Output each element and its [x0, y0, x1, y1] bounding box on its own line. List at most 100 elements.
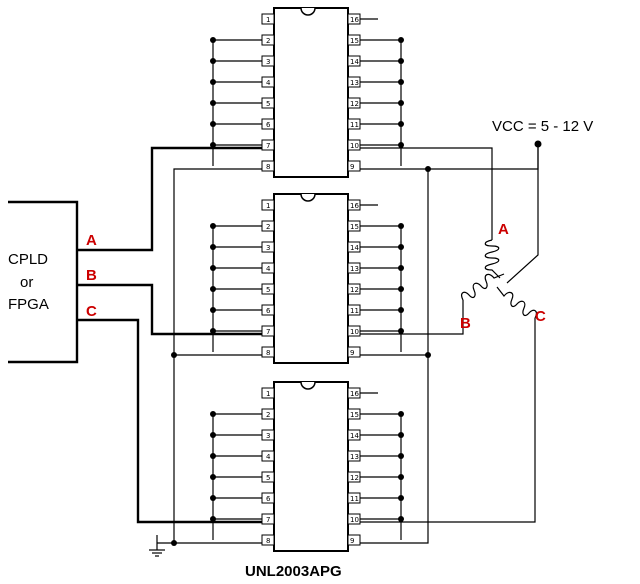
pin-number-left: 6 [266, 495, 271, 503]
pin-left [261, 387, 275, 399]
pin-right [347, 13, 361, 25]
coil-a-label: A [498, 221, 509, 238]
pin-number-right: 11 [350, 495, 359, 503]
pin-number-left: 8 [266, 349, 270, 357]
pin-number-left: 6 [266, 307, 271, 315]
pin-number-left: 7 [266, 142, 270, 150]
controller-line1: CPLD [8, 251, 48, 268]
pin-left [261, 34, 275, 46]
pin-number-left: 2 [266, 37, 270, 45]
pin-number-left: 4 [266, 453, 271, 461]
junction-dot [210, 328, 216, 334]
ground-bus [173, 168, 262, 543]
pin-left [261, 241, 275, 253]
pin-number-left: 2 [266, 223, 270, 231]
junction-dot [210, 495, 216, 501]
pin-number-right: 13 [350, 265, 359, 273]
pin-left [261, 534, 275, 546]
controller-line2: or [20, 274, 33, 291]
coil-a-lead [360, 147, 493, 240]
junction-dot [171, 352, 177, 358]
pin-number-left: 5 [266, 286, 270, 294]
pin-right [347, 325, 361, 337]
pin-number-left: 3 [266, 58, 270, 66]
pin-number-right: 10 [350, 328, 359, 336]
pin-number-left: 4 [266, 79, 271, 87]
junction-dot [210, 453, 216, 459]
pin-number-right: 16 [350, 390, 359, 398]
junction-dot [425, 166, 431, 172]
junction-dot [210, 474, 216, 480]
junction-dot [210, 100, 216, 106]
junction-dot [425, 352, 431, 358]
junction-dot [171, 540, 177, 546]
pin-right [347, 55, 361, 67]
pin-right [347, 199, 361, 211]
pin-number-right: 10 [350, 516, 359, 524]
pin-left [261, 283, 275, 295]
channel-a-wire [77, 146, 262, 252]
coil-a [484, 239, 501, 279]
junction-dot [210, 265, 216, 271]
coil-b-lead [360, 300, 464, 335]
pin-left [261, 118, 275, 130]
pin-right [347, 513, 361, 525]
pin-left [261, 220, 275, 232]
channel-b-wire [77, 283, 262, 336]
pin-number-left: 1 [266, 16, 270, 24]
pin-left [261, 13, 275, 25]
pin-left [261, 325, 275, 337]
pin-left [261, 199, 275, 211]
pin-left [261, 76, 275, 88]
pin-right [347, 262, 361, 274]
pin-left [261, 429, 275, 441]
pin-number-left: 7 [266, 516, 270, 524]
coil-common [506, 144, 539, 284]
coil-c-label: C [535, 308, 546, 325]
pin-right [347, 76, 361, 88]
junction-dot [210, 516, 216, 522]
coil-c [496, 286, 537, 319]
pin-right [347, 450, 361, 462]
pin-right [347, 283, 361, 295]
pin-number-right: 12 [350, 286, 359, 294]
pin-number-left: 4 [266, 265, 271, 273]
pin-right [347, 492, 361, 504]
pin-number-right: 12 [350, 474, 359, 482]
junction-dot [210, 142, 216, 148]
pin-number-right: 12 [350, 100, 359, 108]
pin-number-left: 5 [266, 100, 270, 108]
pin-right [347, 160, 361, 172]
channel-c-label: C [86, 303, 97, 320]
pin-number-left: 2 [266, 411, 270, 419]
pin-number-left: 7 [266, 328, 270, 336]
channel-c-wire [77, 318, 262, 524]
junction-dot [210, 79, 216, 85]
pin-right [347, 408, 361, 420]
pin-left [261, 513, 275, 525]
junction-dot [210, 307, 216, 313]
pin-left [261, 160, 275, 172]
pin-left [261, 139, 275, 151]
pin-number-right: 11 [350, 307, 359, 315]
pin-right [347, 97, 361, 109]
pin-left [261, 408, 275, 420]
junction-dot [210, 411, 216, 417]
controller-line3: FPGA [8, 296, 49, 313]
pin-number-right: 13 [350, 453, 359, 461]
labels: CPLD or FPGA A B C A B C VCC = 5 - 12 V … [8, 118, 593, 580]
pin-number-right: 9 [350, 537, 354, 545]
pin-right [347, 471, 361, 483]
pin-right [347, 429, 361, 441]
pin-number-right: 16 [350, 16, 359, 24]
coil-b-label: B [460, 315, 471, 332]
pin-number-right: 15 [350, 223, 359, 231]
chip-notch [300, 381, 316, 390]
junction-dot [210, 121, 216, 127]
pin-number-right: 15 [350, 37, 359, 45]
pin-right [347, 241, 361, 253]
